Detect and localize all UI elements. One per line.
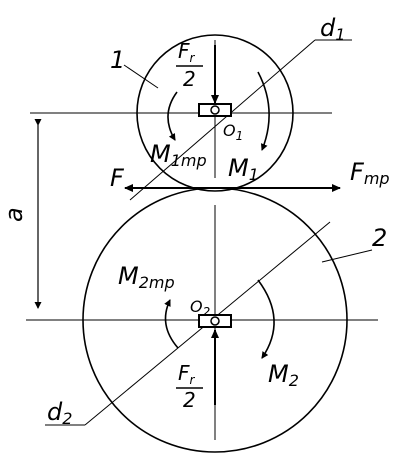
svg-text:Fr: Fr — [178, 39, 196, 65]
fr-top-fraction: Fr 2 — [176, 39, 203, 91]
o2-label: O2 — [190, 297, 210, 319]
svg-text:2: 2 — [183, 388, 196, 412]
gear-2-number: 2 — [372, 224, 387, 252]
bearing-o1 — [198, 103, 232, 117]
fr-bottom-fraction: Fr 2 — [176, 361, 203, 412]
gear-2-leader — [321, 249, 373, 263]
m1-arrow — [257, 71, 270, 151]
force-F-label: F — [110, 164, 125, 192]
force-Ftr-label: Fmp — [350, 158, 390, 188]
svg-text:Fr: Fr — [178, 361, 196, 387]
m2-label: M2 — [268, 360, 299, 390]
m1tr-arrow — [167, 91, 178, 141]
gear-1-leader — [123, 64, 159, 89]
d1-label: d1 — [320, 14, 345, 44]
m1tr-label: M1mp — [150, 140, 207, 170]
gear-1-number: 1 — [110, 46, 125, 74]
d1-diameter-line — [129, 39, 316, 201]
bearing-o2 — [198, 314, 232, 328]
svg-text:2: 2 — [183, 67, 196, 91]
m2tr-arrow — [164, 299, 179, 349]
m2-arrow — [257, 279, 275, 359]
dim-a-label: a — [0, 207, 28, 222]
d2-label: d2 — [47, 398, 72, 428]
m1-label: M1 — [228, 154, 259, 184]
m2tr-label: M2mp — [118, 262, 175, 292]
o1-label: O1 — [223, 121, 243, 143]
